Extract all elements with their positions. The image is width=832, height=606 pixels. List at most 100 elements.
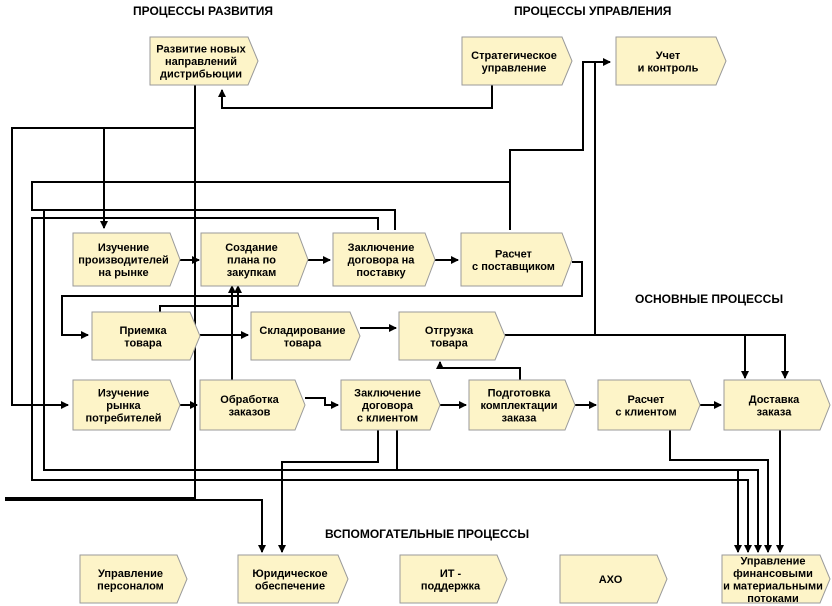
node-shape [332,232,436,287]
node-label-line: Складирование [259,325,345,337]
node-label-line: Управление [98,568,163,580]
node-label-line: Юридическое [252,568,327,580]
section-support-title: ВСПОМОГАТЕЛЬНЫЕ ПРОЦЕССЫ [325,527,529,541]
edge-zakl-klient-yurid [278,430,379,553]
edge-priemka-sozdanie [159,285,242,312]
edge-strateg-razvitie [218,85,493,109]
node-label-line: и материальными [723,580,823,592]
node-label-line: Учет [656,50,681,62]
section-management-title: ПРОЦЕССЫ УПРАВЛЕНИЯ [514,4,671,18]
node-shape [237,554,349,604]
node-label-line: договора [362,400,414,412]
node-label-line: с поставщиком [472,261,555,273]
node-label-line: Управление [740,555,805,567]
edge-razvitie-yurid [5,128,266,553]
node-label-line: Отгрузка [425,325,474,337]
edge-raschet-priemka [61,261,583,339]
node-label-line: заказа [502,413,538,425]
node-shape [149,36,259,86]
node-label-line: товара [284,337,322,349]
node-label-line: управление [482,62,547,74]
node-label-line: рынка [106,400,141,412]
node-shape [597,379,701,431]
node-shape [468,379,576,431]
node-shape [250,311,361,361]
node-label-line: Изучение [98,388,149,400]
node-label-line: Расчет [628,394,666,406]
node-label-line: на рынке [98,267,148,279]
edge-zakl-post-finance [31,217,752,553]
node-it: ИТ -поддержка [399,554,508,604]
edge-zakl-klient-finance [396,430,762,553]
edge-razvitie-izuch-potr [11,127,195,409]
edge-uchet-dostavka [594,62,749,379]
node-label-line: заказов [229,406,271,418]
node-label-line: производителей [78,255,168,267]
node-label-line: плана по [227,255,276,267]
node-label-line: Обработка [220,394,279,406]
node-label-line: дистрибьюции [160,69,242,81]
node-shape [200,232,309,287]
node-label-line: Создание [225,242,278,254]
node-label-line: потоками [747,593,799,605]
node-label-line: и контроль [638,62,699,74]
node-label-line: Заключение [354,388,421,400]
node-shape [721,554,831,604]
node-label-line: персоналом [97,580,164,592]
node-label-line: с клиентом [615,406,676,418]
node-label-line: АХО [599,574,623,586]
node-label-line: с клиентом [357,413,418,425]
node-label-line: Приемка [119,325,167,337]
edge-otgruzka-dostavka [505,334,789,379]
node-shape [399,554,508,604]
node-shape [79,554,188,604]
node-label-line: товара [124,337,162,349]
node-label-line: договора на [348,255,416,267]
node-label-line: поставку [356,267,406,279]
node-shape [460,232,573,287]
node-label-line: Заключение [348,242,415,254]
node-label-line: потребителей [86,413,162,425]
node-label-line: Изучение [98,242,149,254]
node-label-line: ИТ - [440,568,462,580]
node-label-line: заказа [757,406,793,418]
node-label-line: товара [430,337,468,349]
section-core-title: ОСНОВНЫЕ ПРОЦЕССЫ [635,292,783,306]
node-label-line: финансовыми [733,568,813,580]
node-label-line: поддержка [421,580,481,592]
section-development-title: ПРОЦЕССЫ РАЗВИТИЯ [133,4,273,18]
edge-obrabotka-zakl [305,397,339,409]
node-label-line: направлений [165,56,237,68]
node-shape [340,379,441,431]
node-label-line: комплектации [481,400,558,412]
edge-zakl-post-back [43,209,742,553]
node-label-line: обеспечение [255,580,325,592]
node-label-line: Развитие новых [156,44,246,56]
node-shape [559,554,668,604]
node-shape [72,232,181,287]
edge-podgot-otgruzka [436,361,521,380]
node-label-line: закупкам [227,267,276,279]
node-shape [91,311,201,361]
node-shape [199,379,306,431]
nodes: Развитие новыхнаправленийдистрибьюцииСтр… [72,36,831,605]
edge-raschet-post-uchet [509,58,611,182]
node-shape [615,36,727,86]
node-label-line: Доставка [749,394,800,406]
node-shape [72,379,181,431]
